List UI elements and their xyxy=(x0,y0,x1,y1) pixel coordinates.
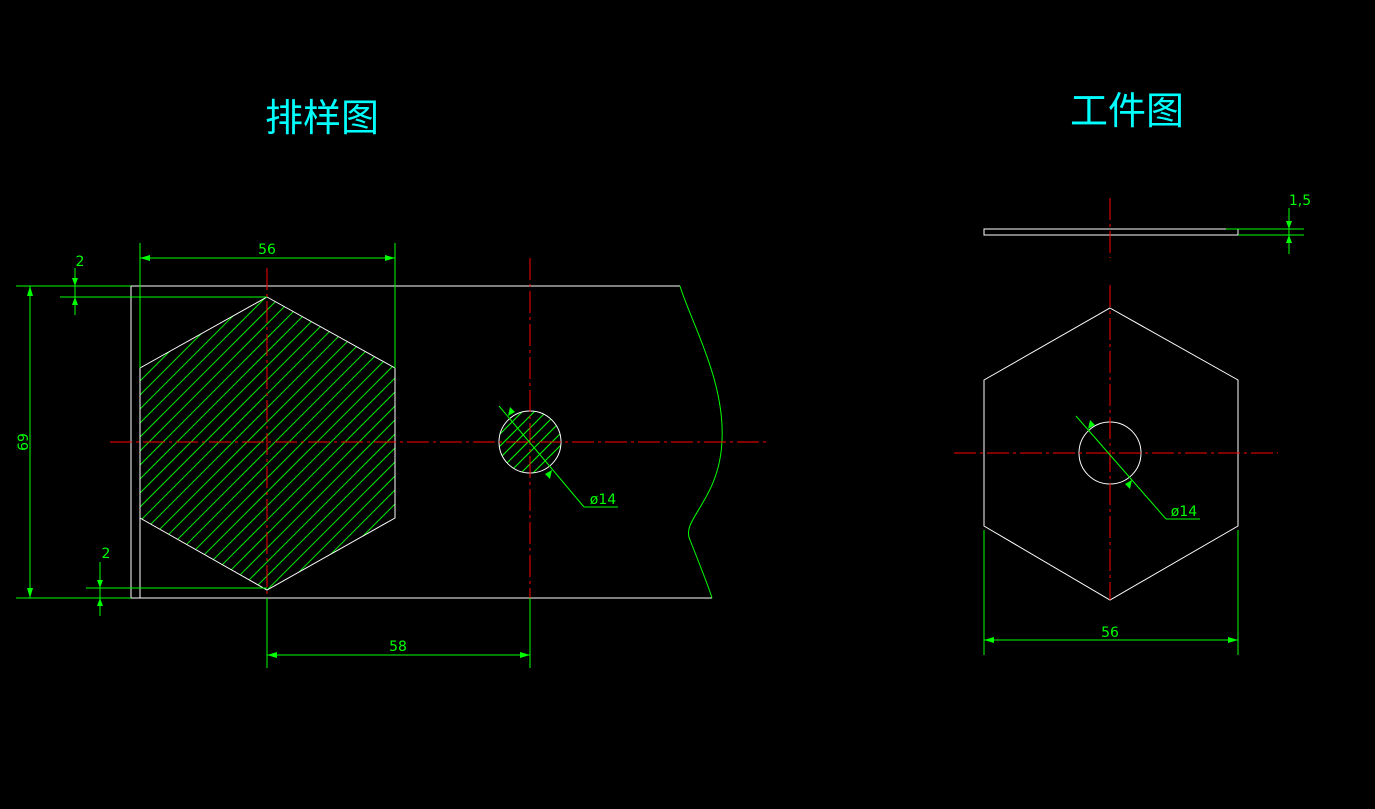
hatch-line xyxy=(280,297,395,590)
hatch-line xyxy=(140,297,395,590)
dim-gap-bottom xyxy=(86,562,267,616)
hatch-line xyxy=(294,297,395,590)
hatch-line xyxy=(140,297,351,590)
workpiece-centerlines xyxy=(954,198,1278,600)
dim-gap-top-label: 2 xyxy=(76,254,85,270)
hatch-line xyxy=(392,297,395,590)
hatch-line xyxy=(140,297,323,590)
dim-strip-height-label: 69 xyxy=(16,433,32,451)
hatch-line xyxy=(140,297,281,590)
hatch-line xyxy=(322,297,395,590)
hatch-line xyxy=(238,297,395,590)
strip-break-line xyxy=(679,285,723,599)
hatch-line xyxy=(532,411,561,473)
hatch-line xyxy=(140,297,309,590)
dim-hex-width xyxy=(139,243,396,368)
hatch-line xyxy=(499,411,524,473)
hatch-line xyxy=(499,411,536,473)
workpiece-view-title: 工件图 xyxy=(1070,89,1184,133)
workpiece-hexagon xyxy=(983,307,1239,601)
dim-workpiece-width xyxy=(983,530,1239,655)
hatch-line xyxy=(336,297,395,590)
hatch-line xyxy=(266,297,395,590)
hatch-line xyxy=(196,297,395,590)
hatch-line xyxy=(140,297,365,590)
hatch-line xyxy=(140,297,295,590)
dim-workpiece-hole-label: ø14 xyxy=(1171,504,1197,520)
hatch-line xyxy=(140,297,337,590)
hatch-line xyxy=(210,297,395,590)
hatch-line xyxy=(140,297,239,590)
workpiece-view: 工件图 1,5 56 xyxy=(954,89,1311,655)
hatch-line xyxy=(140,297,395,590)
dim-thickness-label: 1,5 xyxy=(1289,193,1311,209)
hatch-line xyxy=(154,297,395,590)
hatch-line xyxy=(140,297,379,590)
dim-gap-bottom-label: 2 xyxy=(102,546,111,562)
hatch-line xyxy=(364,297,395,590)
hatch-line xyxy=(182,297,395,590)
layout-view-title: 排样图 xyxy=(265,96,379,140)
dim-pitch xyxy=(266,598,531,668)
hatch-line xyxy=(308,297,395,590)
layout-view: 排样图 xyxy=(16,96,770,668)
layout-centerlines xyxy=(110,258,770,668)
dim-workpiece-hole xyxy=(1075,415,1200,520)
dim-layout-hole-label: ø14 xyxy=(590,492,616,508)
workpiece-side-view xyxy=(983,228,1239,236)
dim-workpiece-width-label: 56 xyxy=(1101,625,1119,641)
dim-pitch-label: 58 xyxy=(389,639,407,655)
hatch-line xyxy=(140,297,395,590)
dim-thickness xyxy=(1226,208,1304,254)
hatch-line xyxy=(224,297,395,590)
dim-hex-width-label: 56 xyxy=(258,242,276,258)
dim-strip-height xyxy=(16,285,131,599)
hatch-line xyxy=(140,297,393,590)
hatch-line xyxy=(252,297,395,590)
hatch-line xyxy=(378,297,395,590)
dim-gap-top xyxy=(60,268,267,315)
hatch-line xyxy=(168,297,395,590)
hatch-line xyxy=(140,297,267,590)
hatch-line xyxy=(140,297,253,590)
dim-layout-hole xyxy=(498,405,618,508)
